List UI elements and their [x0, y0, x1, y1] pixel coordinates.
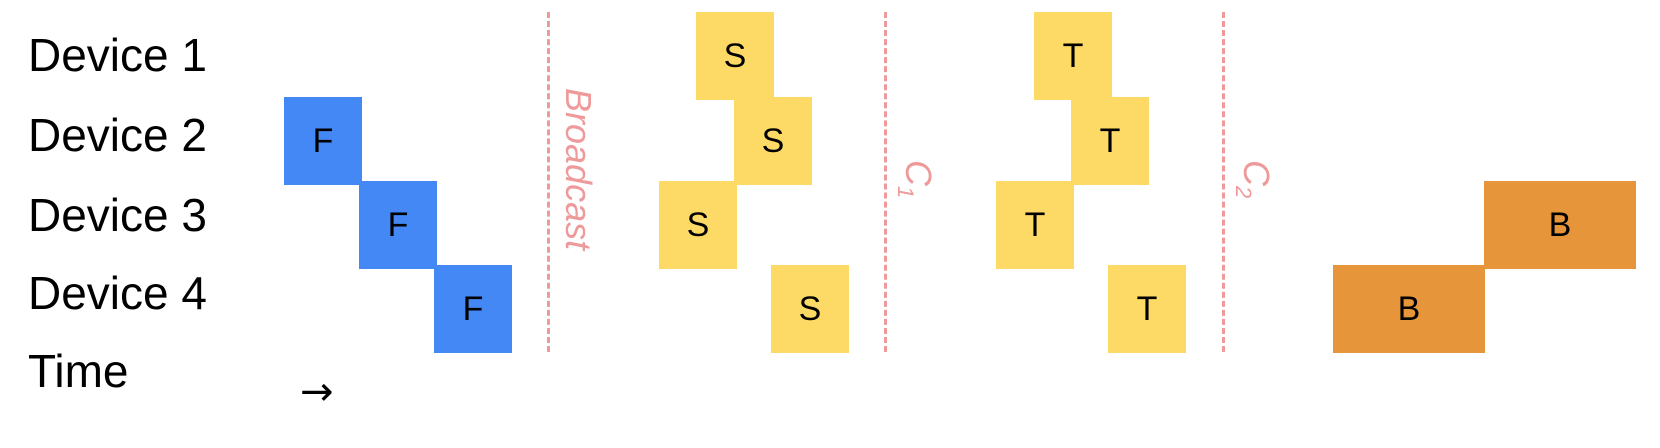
device-4-label: Device 4 — [28, 267, 207, 319]
s-block-device-2: S — [734, 97, 812, 185]
t-block-device-3: T — [996, 181, 1074, 269]
device-3-label: Device 3 — [28, 189, 207, 241]
broadcast-divider — [547, 12, 550, 352]
c2-label-sub: 2 — [1230, 186, 1256, 199]
t-block-device-1: T — [1034, 12, 1112, 100]
c2-label: C2 — [1230, 160, 1277, 199]
device-1-label: Device 1 — [28, 29, 207, 81]
s-block-device-1: S — [696, 12, 774, 100]
t-block-device-4: T — [1108, 265, 1186, 353]
t-block-device-2: T — [1071, 97, 1149, 185]
c2-label-main: C — [1236, 160, 1277, 186]
c1-label: C1 — [892, 160, 939, 199]
device-2-label: Device 2 — [28, 109, 207, 161]
b-block-device-3: B — [1484, 181, 1636, 269]
c1-divider — [884, 12, 887, 352]
broadcast-label: Broadcast — [558, 88, 599, 251]
f-block-device-4: F — [434, 265, 512, 353]
f-block-device-2: F — [284, 97, 362, 185]
c1-label-main: C — [898, 160, 939, 186]
c2-divider — [1222, 12, 1225, 352]
b-block-device-4: B — [1333, 265, 1485, 353]
f-block-device-3: F — [359, 181, 437, 269]
time-arrow-icon: → — [300, 369, 334, 415]
s-block-device-4: S — [771, 265, 849, 353]
c1-label-sub: 1 — [892, 186, 918, 199]
time-label: Time — [28, 345, 129, 397]
s-block-device-3: S — [659, 181, 737, 269]
